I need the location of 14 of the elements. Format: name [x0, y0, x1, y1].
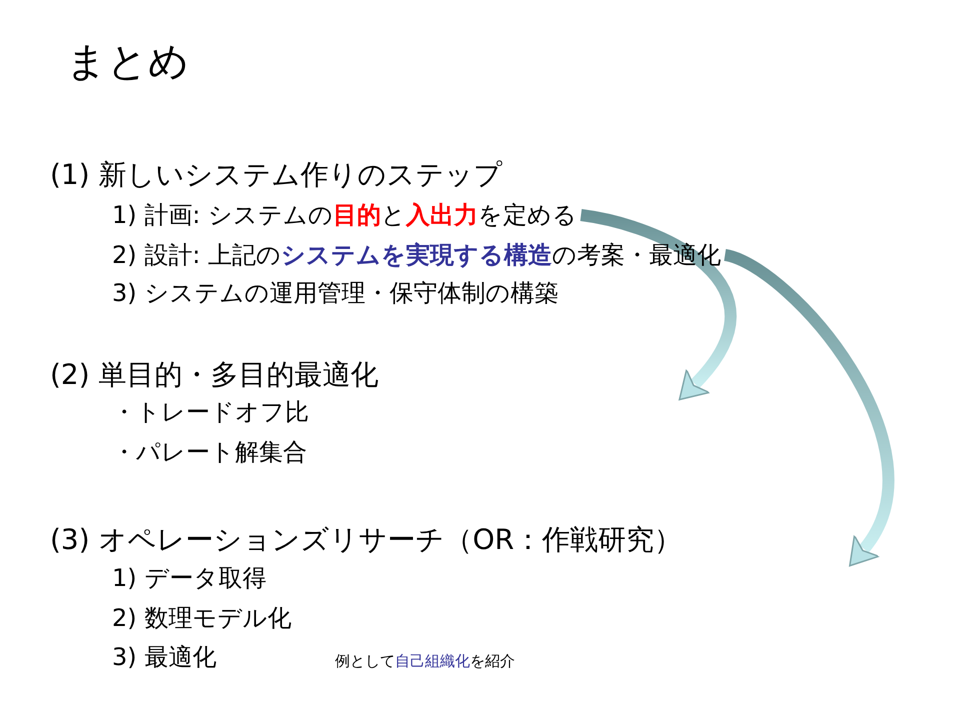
curved-arrow — [580, 209, 737, 402]
list-item: 3) 最適化 — [112, 642, 216, 672]
curved-arrow — [723, 249, 894, 568]
section-heading: (3) オペレーションズリサーチ（OR：作戦研究） — [50, 523, 682, 557]
section-heading: (2) 単目的・多目的最適化 — [50, 358, 379, 392]
list-item: 1) 計画: システムの目的と入出力を定める — [112, 200, 577, 230]
list-item: 1) データ取得 — [112, 564, 266, 592]
section-heading: (1) 新しいシステム作りのステップ — [50, 158, 503, 192]
bullet-item: ・トレードオフ比 — [112, 398, 309, 426]
slide-title: まとめ — [66, 38, 189, 86]
list-item: 2) 数理モデル化 — [112, 604, 292, 632]
note-text: 例として自己組織化を紹介 — [335, 652, 515, 670]
bullet-item: ・パレート解集合 — [112, 438, 307, 466]
list-item: 3) システムの運用管理・保守体制の構築 — [112, 278, 558, 308]
